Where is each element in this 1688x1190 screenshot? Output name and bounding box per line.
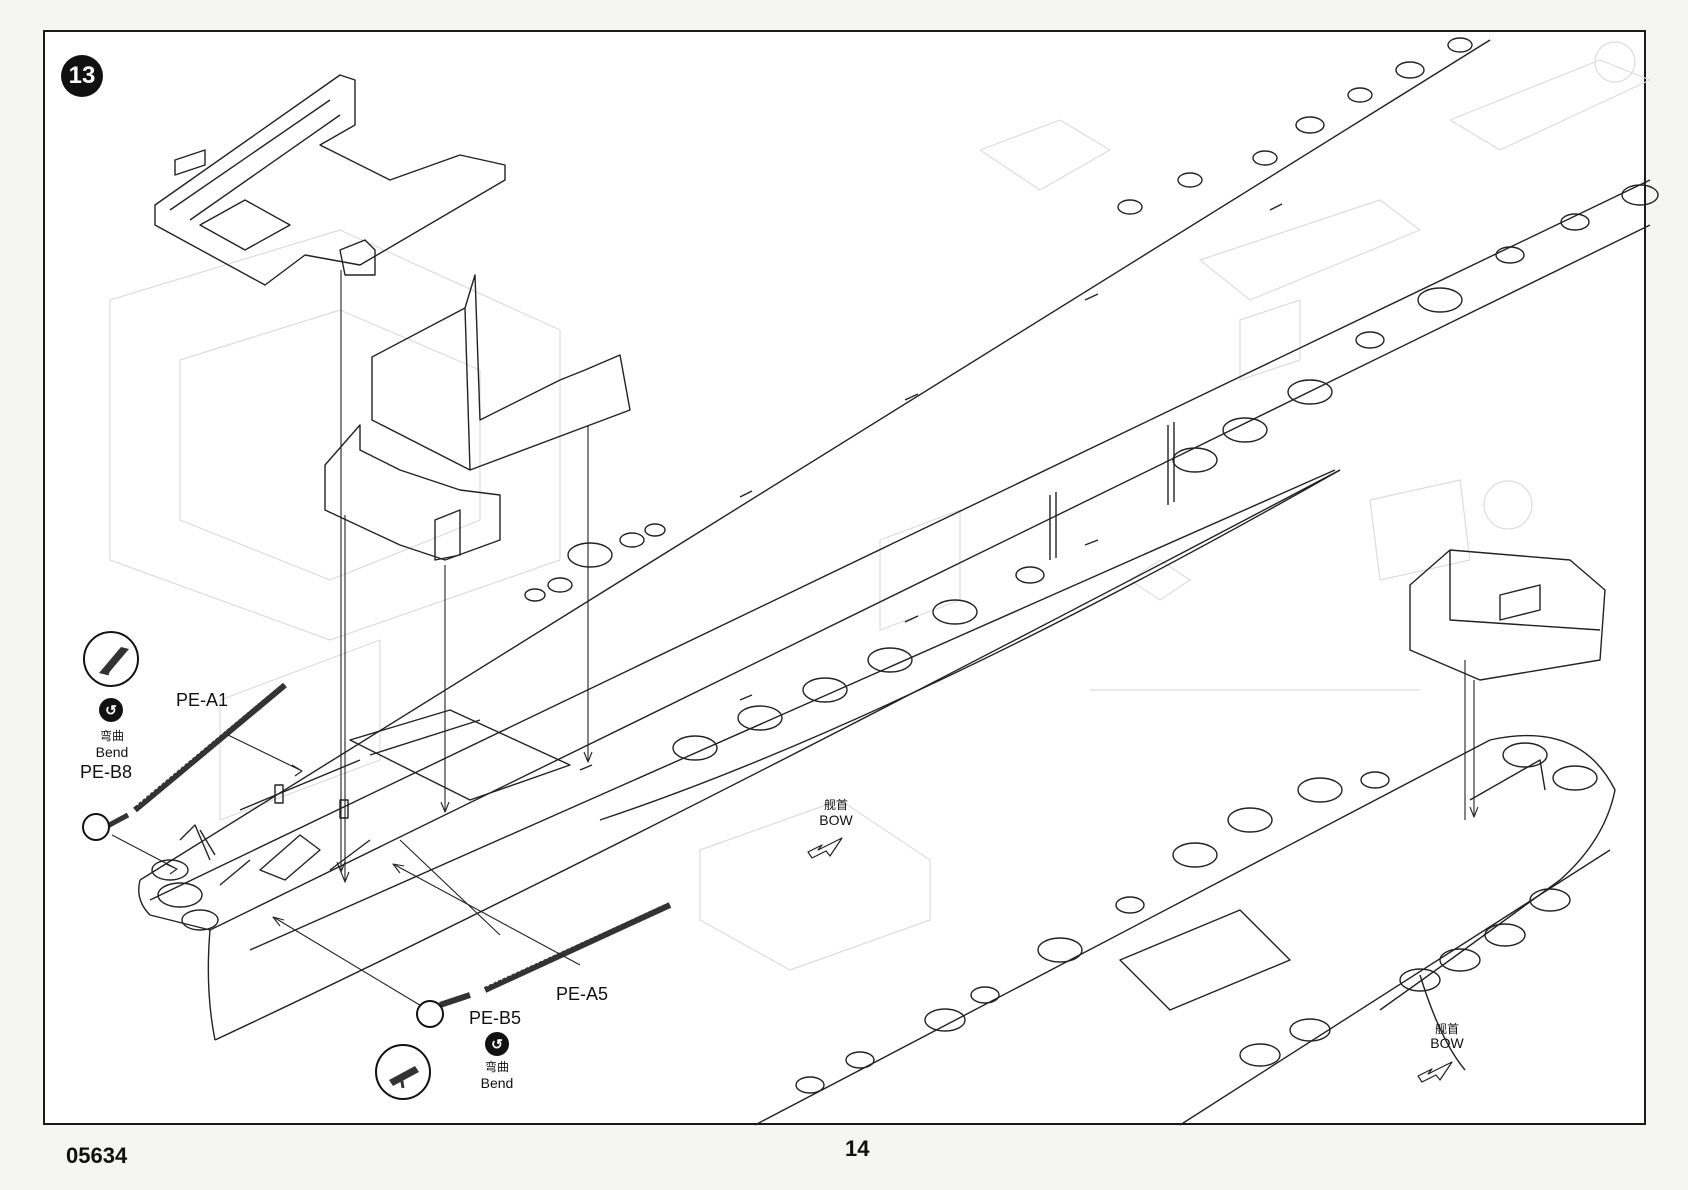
bend-arrow-icon: ↺ <box>485 1032 509 1056</box>
label-bow-cn-1: 舰首 <box>823 798 848 812</box>
pe-b8-detail-circle <box>82 813 110 841</box>
bend-arrow-icon: ↺ <box>99 698 123 722</box>
bulkhead-walls <box>324 274 631 561</box>
lower-hull <box>754 734 1616 1126</box>
bow-arrows <box>807 837 1453 1083</box>
label-bend-en-1: Bend <box>95 744 129 760</box>
product-code: 05634 <box>66 1143 128 1168</box>
label-bow-cn-2: 舰首 <box>1434 1022 1459 1036</box>
ghost-drawing <box>109 41 1651 971</box>
label-pe-a5: PE-A5 <box>556 984 609 1004</box>
label-bow-en-2: BOW <box>1430 1035 1464 1051</box>
upper-hull <box>138 39 1651 1041</box>
bend-detail-circle-b5 <box>375 1044 431 1100</box>
pe-bend-detail-icon <box>389 1066 419 1089</box>
label-bend-en-2: Bend <box>480 1075 514 1091</box>
superstructure-top <box>154 74 506 286</box>
pe-bend-detail-icon <box>99 647 129 676</box>
label-bend-cn-1: 弯曲 <box>99 729 124 743</box>
superstructure-right <box>1409 549 1606 681</box>
leader-lines <box>111 734 581 1011</box>
page-frame <box>43 30 1646 1125</box>
alignment-lines <box>336 270 1479 883</box>
pe-b5-detail-circle <box>416 1000 444 1028</box>
label-bow-en-1: BOW <box>819 812 853 828</box>
bow-fittings <box>179 759 371 886</box>
gun-tubs-upper <box>151 37 1659 931</box>
step-number-text: 13 <box>68 62 96 89</box>
pe-strips <box>98 681 672 1008</box>
label-pe-b8: PE-B8 <box>80 762 133 782</box>
page-number: 14 <box>845 1136 870 1161</box>
label-pe-b5: PE-B5 <box>469 1008 522 1028</box>
label-pe-a1: PE-A1 <box>176 690 229 710</box>
label-bend-cn-2: 弯曲 <box>484 1060 509 1074</box>
bend-detail-circle-a1 <box>83 631 139 687</box>
step-number-badge: 13 <box>61 55 103 97</box>
